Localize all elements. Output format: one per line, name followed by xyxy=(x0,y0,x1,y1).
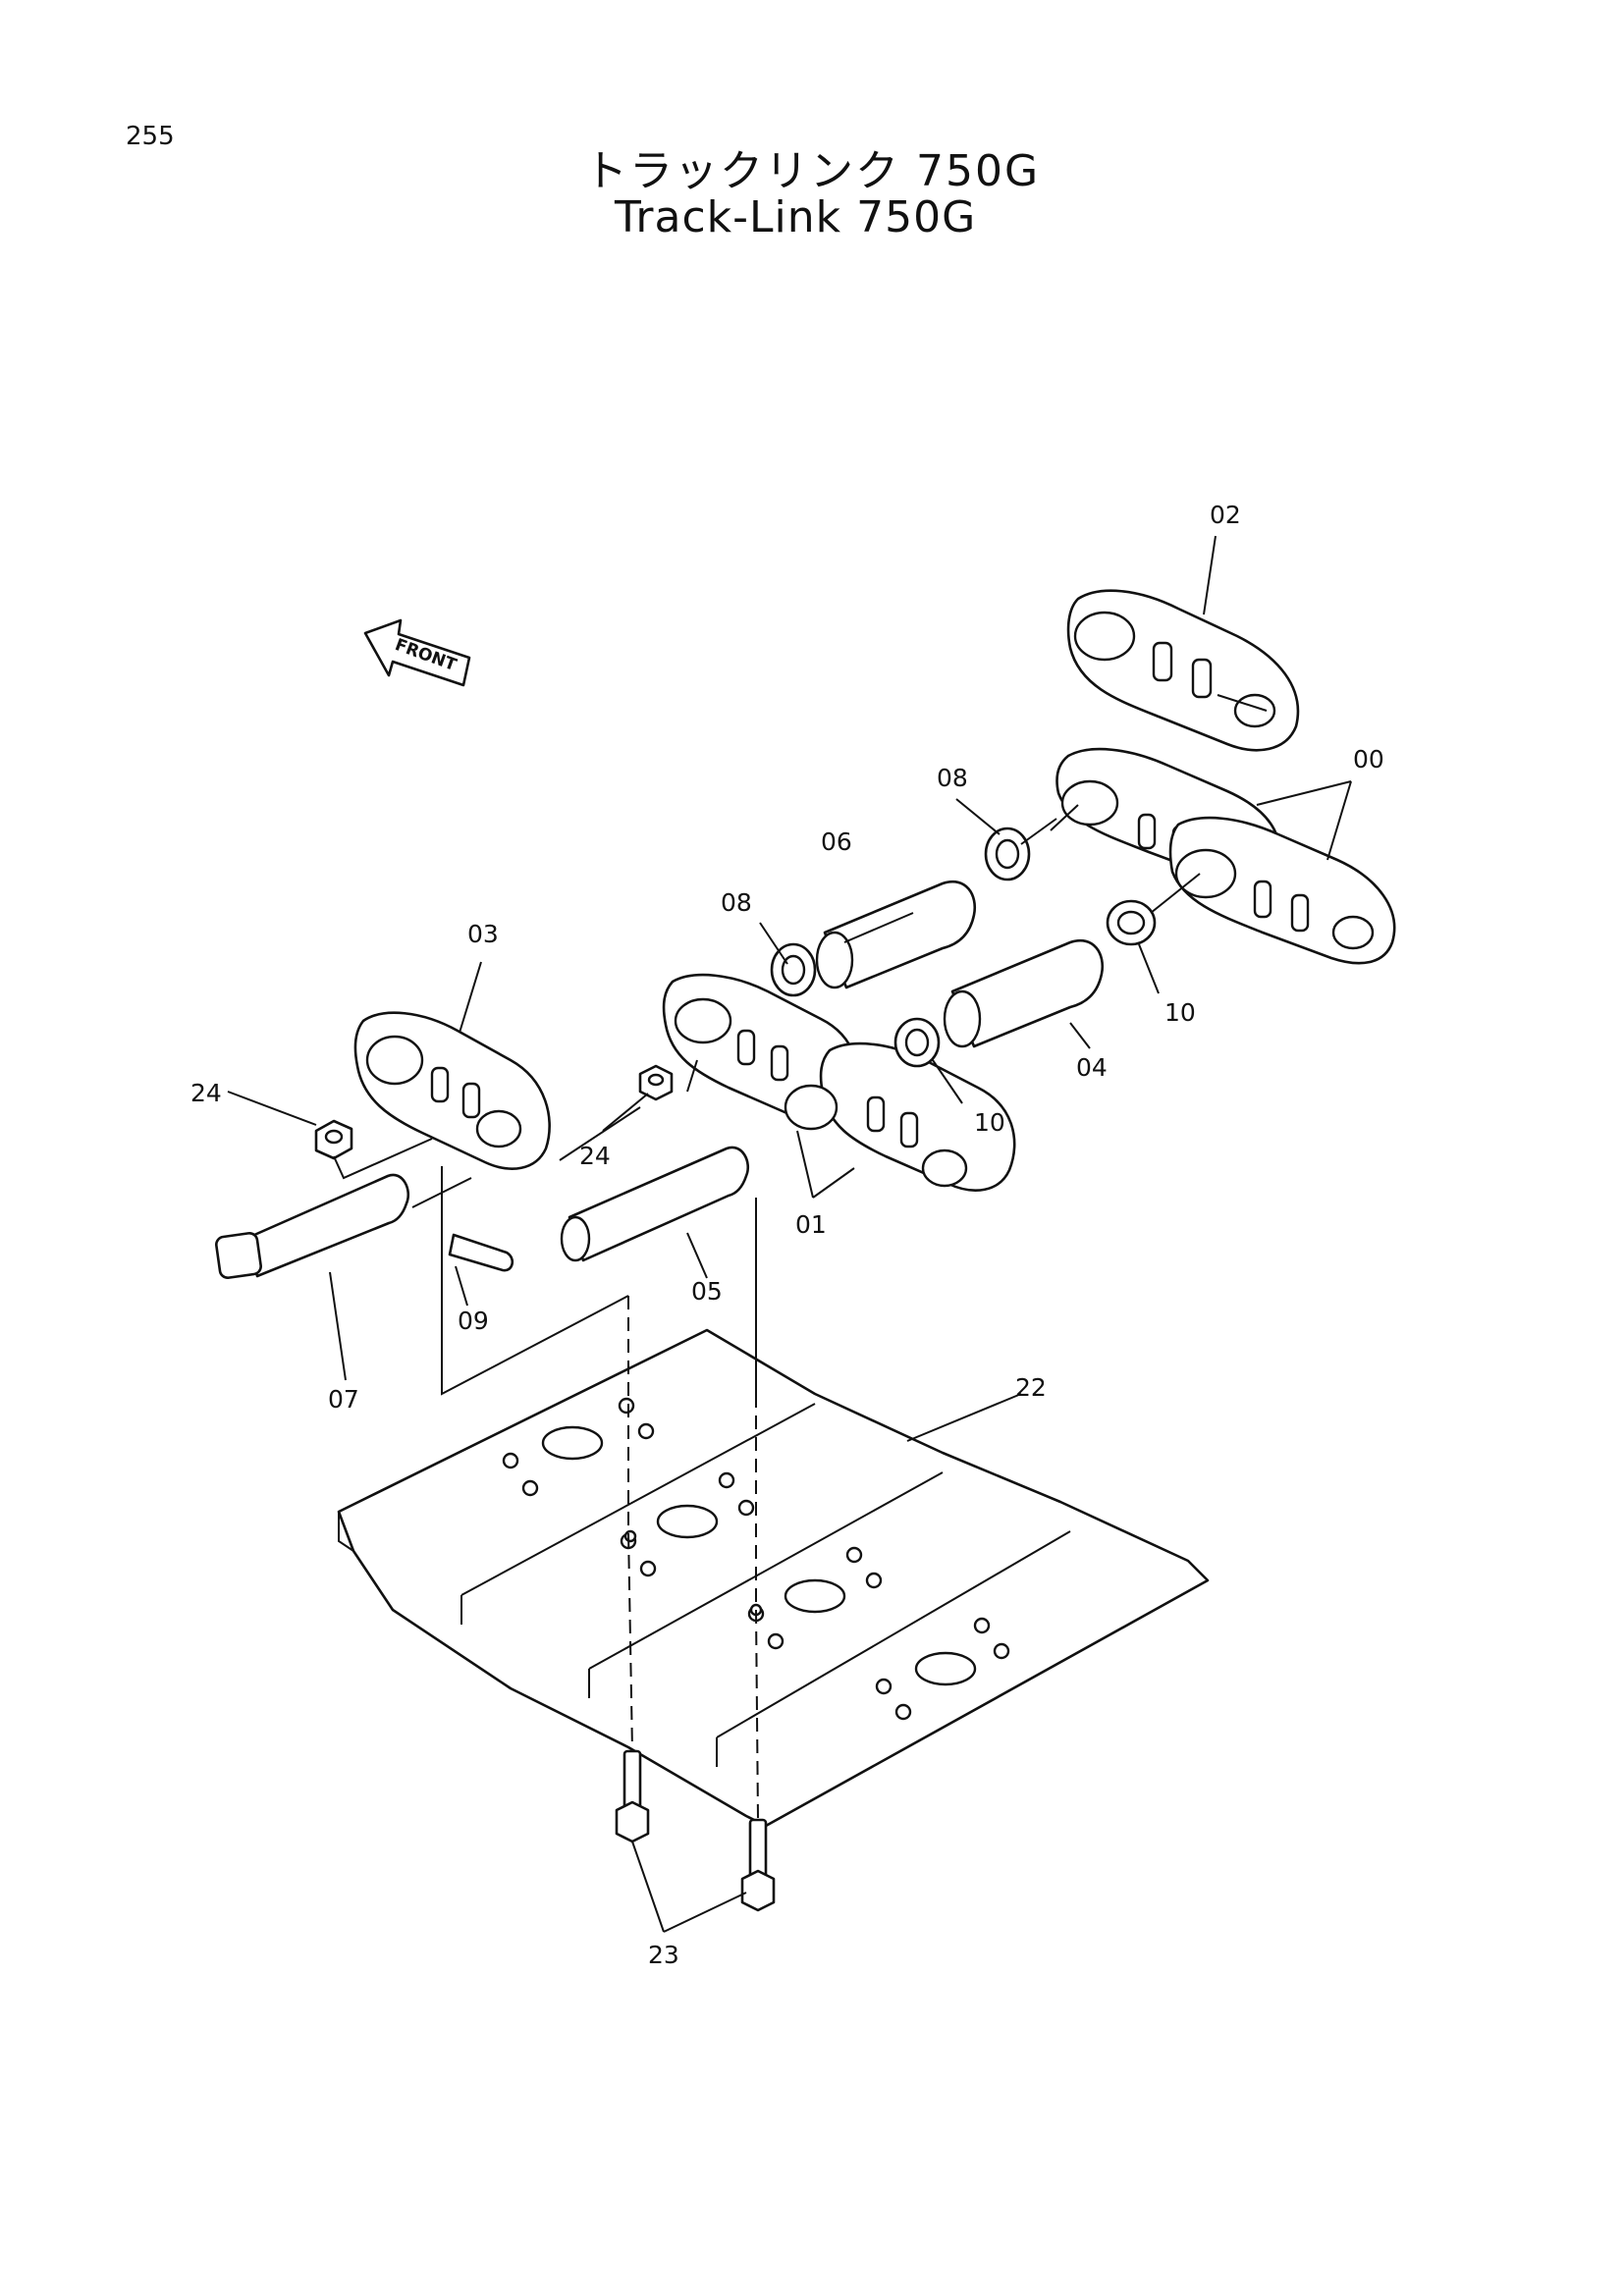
track-link-03 xyxy=(353,1011,551,1170)
nut-24-middle xyxy=(638,1064,674,1101)
callout-03: 03 xyxy=(467,920,499,948)
leader-lines xyxy=(227,535,1352,1933)
spring-pin-09 xyxy=(448,1233,514,1272)
master-pin-07 xyxy=(215,1173,409,1279)
bushing-04 xyxy=(943,939,1105,1048)
title-japanese: トラックリンク 750G xyxy=(584,146,1041,196)
callout-09: 09 xyxy=(458,1307,489,1335)
track-link-02 xyxy=(1066,589,1300,752)
front-arrow-icon: FRONT xyxy=(363,618,471,687)
callout-06: 06 xyxy=(821,828,852,856)
title-english: Track-Link 750G xyxy=(615,192,977,242)
track-shoe-plates-22 xyxy=(337,1328,1210,1828)
callout-04: 04 xyxy=(1076,1053,1108,1082)
seal-08-upper xyxy=(984,827,1031,881)
seal-10-lower xyxy=(893,1017,941,1068)
seal-10-upper xyxy=(1106,899,1157,946)
nut-24-left xyxy=(314,1119,353,1160)
callout-08-upper: 08 xyxy=(937,764,968,792)
callout-10-middle: 10 xyxy=(974,1108,1005,1137)
callout-24-left: 24 xyxy=(190,1079,222,1107)
track-link-pair-00 xyxy=(1055,747,1396,965)
callout-07: 07 xyxy=(328,1385,359,1414)
pin-05 xyxy=(560,1146,749,1262)
callout-22: 22 xyxy=(1015,1373,1047,1402)
track-link-pair-01 xyxy=(662,973,1016,1192)
callout-08-lower: 08 xyxy=(721,888,752,917)
bolt-23-left xyxy=(615,1749,650,1843)
callout-01: 01 xyxy=(795,1210,827,1239)
callout-02: 02 xyxy=(1210,501,1241,529)
callout-24-middle: 24 xyxy=(579,1142,611,1170)
callout-23: 23 xyxy=(648,1941,679,1969)
callout-10-right: 10 xyxy=(1164,998,1196,1027)
bolt-23-right xyxy=(740,1818,776,1912)
callout-00: 00 xyxy=(1353,745,1384,774)
page-number: 255 xyxy=(126,122,175,151)
assembly-lines xyxy=(333,694,1268,1821)
callout-05: 05 xyxy=(691,1277,723,1306)
bushing-06 xyxy=(815,881,977,989)
seal-08-lower xyxy=(770,942,817,997)
callout-labels: 02 00 08 06 08 03 10 04 24 24 10 01 05 0… xyxy=(190,501,1384,1969)
